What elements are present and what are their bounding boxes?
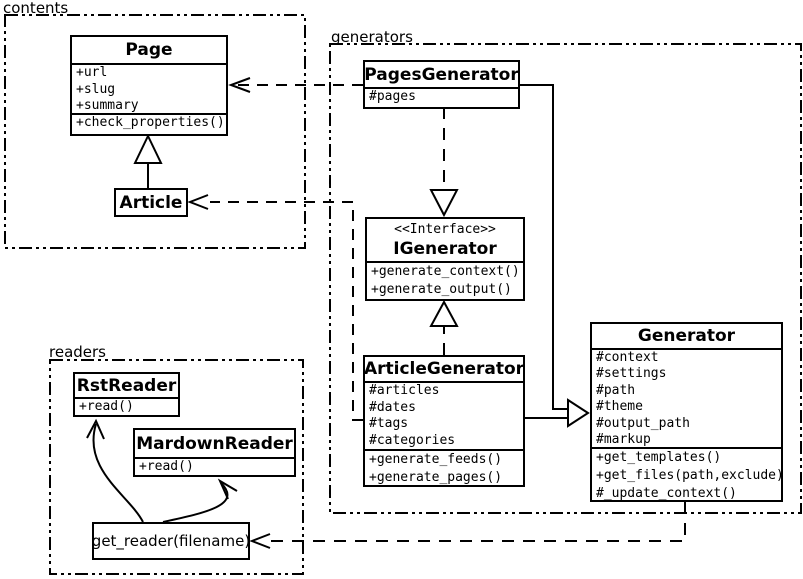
- edge-generator-to-getreader: [270, 502, 686, 542]
- attribute: #settings: [596, 366, 667, 382]
- open-arrowhead-icon: [86, 418, 105, 440]
- class-igenerator: <<Interface>> IGenerator +generate_conte…: [365, 217, 525, 301]
- method: +generate_pages(): [369, 470, 503, 485]
- inheritance-triangle-icon: [133, 133, 163, 164]
- open-arrowhead-icon: [187, 194, 209, 210]
- open-arrowhead-icon: [228, 77, 251, 93]
- class-generator-title: Generator: [637, 326, 736, 346]
- method: +read(): [139, 459, 194, 474]
- attribute: #categories: [369, 433, 456, 449]
- package-generators-border: [329, 43, 802, 514]
- class-page-attributes: +url +slug +summary: [72, 63, 226, 113]
- class-generator-attributes: #context #settings #path #theme #output_…: [592, 348, 781, 447]
- attribute: +slug: [76, 81, 116, 97]
- open-arrowhead-icon: [217, 478, 238, 500]
- attribute: #context: [596, 350, 659, 365]
- class-pagesgenerator-title: PagesGenerator: [364, 64, 519, 85]
- package-label-contents: contents: [3, 0, 69, 17]
- inheritance-triangle-icon: [567, 398, 590, 428]
- class-igenerator-header: <<Interface>> IGenerator: [367, 219, 523, 261]
- attribute: #dates: [369, 399, 416, 415]
- attribute: #path: [596, 382, 636, 398]
- class-generator-methods: +get_templates() +get_files(path,exclude…: [592, 447, 781, 501]
- class-articlegenerator-attributes: #articles #dates #tags #categories: [365, 381, 523, 449]
- package-readers-border: [49, 359, 304, 575]
- class-page: Page +url +slug +summary +check_properti…: [70, 35, 228, 136]
- method: +get_files(path,exclude): [596, 468, 781, 483]
- edge-articlegenerator-to-article: [210, 201, 363, 421]
- open-arrowhead-icon: [249, 533, 271, 549]
- class-mardownreader: MardownReader +read(): [133, 428, 296, 477]
- edge-getreader-to-mardownreader: [162, 482, 229, 523]
- class-rstreader-methods: +read(): [75, 397, 178, 415]
- method: +generate_context(): [371, 264, 520, 279]
- class-mardownreader-title: MardownReader: [136, 433, 293, 454]
- attribute: +url: [76, 65, 108, 80]
- class-articlegenerator: ArticleGenerator #articles #dates #tags …: [363, 355, 525, 487]
- get-reader-box: get_reader(filename): [92, 522, 250, 560]
- attribute: #theme: [596, 399, 643, 415]
- get-reader-label: get_reader(filename): [91, 532, 251, 550]
- class-page-methods: +check_properties(): [72, 113, 226, 134]
- class-page-title: Page: [125, 40, 173, 60]
- class-igenerator-stereotype: <<Interface>>: [394, 222, 496, 237]
- edge-getreader-to-rstreader: [92, 423, 144, 523]
- class-rstreader: RstReader +read(): [73, 372, 180, 417]
- method: +generate_output(): [371, 282, 512, 297]
- realization-triangle-icon: [429, 189, 459, 218]
- package-label-generators: generators: [331, 28, 413, 46]
- class-igenerator-methods: +generate_context() +generate_output(): [367, 261, 523, 299]
- class-mardownreader-methods: +read(): [135, 457, 294, 475]
- class-articlegenerator-title: ArticleGenerator: [363, 359, 525, 379]
- attribute: #output_path: [596, 415, 690, 431]
- class-pagesgenerator: PagesGenerator #pages: [363, 60, 520, 109]
- method: +read(): [79, 399, 134, 414]
- class-igenerator-title: IGenerator: [393, 239, 497, 259]
- attribute: #articles: [369, 383, 440, 398]
- class-pagesgenerator-attributes: #pages: [365, 87, 518, 107]
- package-label-readers: readers: [49, 343, 106, 361]
- attribute: #tags: [369, 416, 409, 432]
- class-article-title: Article: [119, 192, 183, 213]
- edge-pagesgenerator-to-generator: [520, 84, 568, 410]
- attribute: #markup: [596, 432, 651, 448]
- package-contents-border: [4, 14, 306, 249]
- realization-triangle-icon: [429, 299, 459, 327]
- method: +check_properties(): [76, 115, 225, 130]
- method: #_update_context(): [596, 486, 737, 501]
- method: +get_templates(): [596, 450, 722, 465]
- class-articlegenerator-methods: +generate_feeds() +generate_pages(): [365, 449, 523, 485]
- class-article: Article: [114, 188, 188, 217]
- attribute: +summary: [76, 98, 139, 114]
- class-rstreader-title: RstReader: [76, 375, 177, 396]
- attribute: #pages: [369, 89, 416, 104]
- method: +generate_feeds(): [369, 452, 503, 467]
- class-generator: Generator #context #settings #path #them…: [590, 322, 783, 502]
